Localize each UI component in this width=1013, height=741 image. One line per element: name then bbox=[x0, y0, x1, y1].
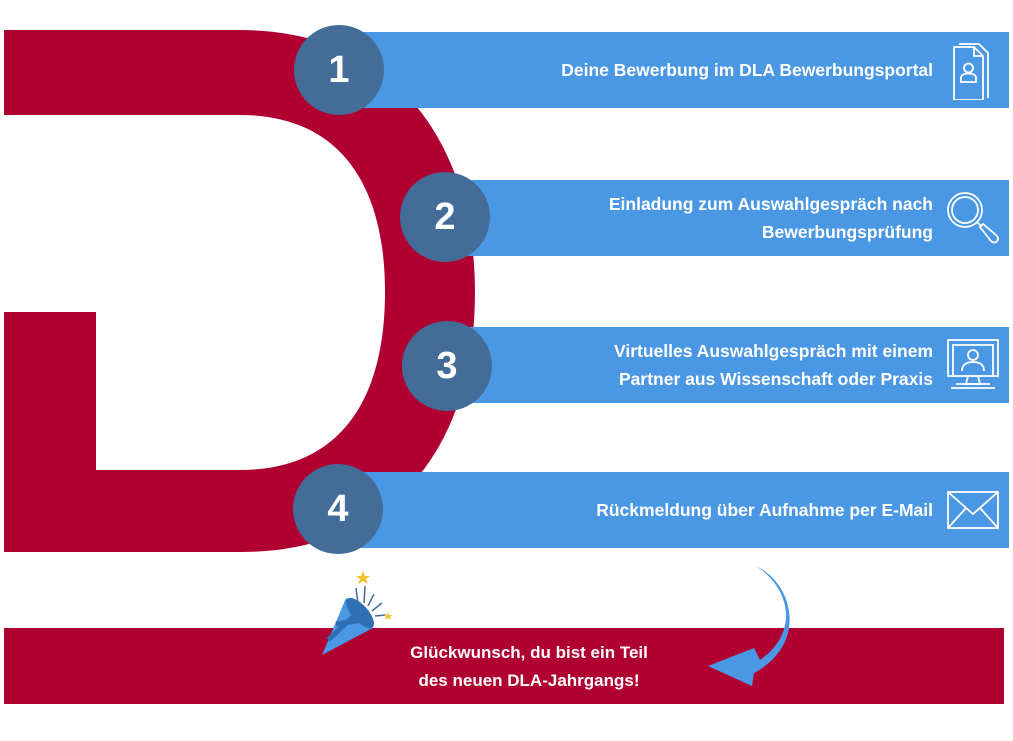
step-bar bbox=[445, 180, 1009, 256]
banner-line: des neuen DLA-Jahrgangs! bbox=[418, 671, 640, 690]
step-text-line: Rückmeldung über Aufnahme per E-Mail bbox=[596, 500, 933, 520]
step-number-circle: 1 bbox=[294, 25, 384, 115]
step-bar bbox=[445, 327, 1009, 403]
step-text: Virtuelles Auswahlgespräch mit einem Par… bbox=[614, 327, 933, 403]
step-text-line: Partner aus Wissenschaft oder Praxis bbox=[618, 369, 933, 389]
document-user-icon bbox=[953, 43, 989, 100]
curved-arrow-icon bbox=[708, 566, 790, 686]
step-number-circle: 3 bbox=[402, 321, 492, 411]
video-call-icon bbox=[947, 339, 999, 389]
magnifier-icon bbox=[947, 192, 999, 244]
step-text-line: Einladung zum Auswahlgespräch nach bbox=[608, 194, 933, 214]
banner-text: Glückwunsch, du bist ein Teil des neuen … bbox=[344, 639, 714, 695]
step-text-line: Deine Bewerbung im DLA Bewerbungsportal bbox=[561, 60, 933, 80]
step-text: Rückmeldung über Aufnahme per E-Mail bbox=[596, 472, 933, 548]
step-bar bbox=[340, 472, 1009, 548]
step-number-circle: 2 bbox=[400, 172, 490, 262]
step-number-circle: 4 bbox=[293, 464, 383, 554]
step-text: Einladung zum Auswahlgespräch nach Bewer… bbox=[609, 180, 933, 256]
party-popper-icon bbox=[322, 571, 392, 655]
congratulations-banner: Glückwunsch, du bist ein Teil des neuen … bbox=[4, 628, 1004, 704]
envelope-icon bbox=[947, 491, 999, 529]
step-text: Deine Bewerbung im DLA Bewerbungsportal bbox=[561, 32, 933, 108]
step-text-line: Bewerbungsprüfung bbox=[761, 222, 933, 242]
step-text-line: Virtuelles Auswahlgespräch mit einem bbox=[614, 341, 933, 361]
step-bar bbox=[340, 32, 1009, 108]
banner-line: Glückwunsch, du bist ein Teil bbox=[410, 643, 648, 662]
